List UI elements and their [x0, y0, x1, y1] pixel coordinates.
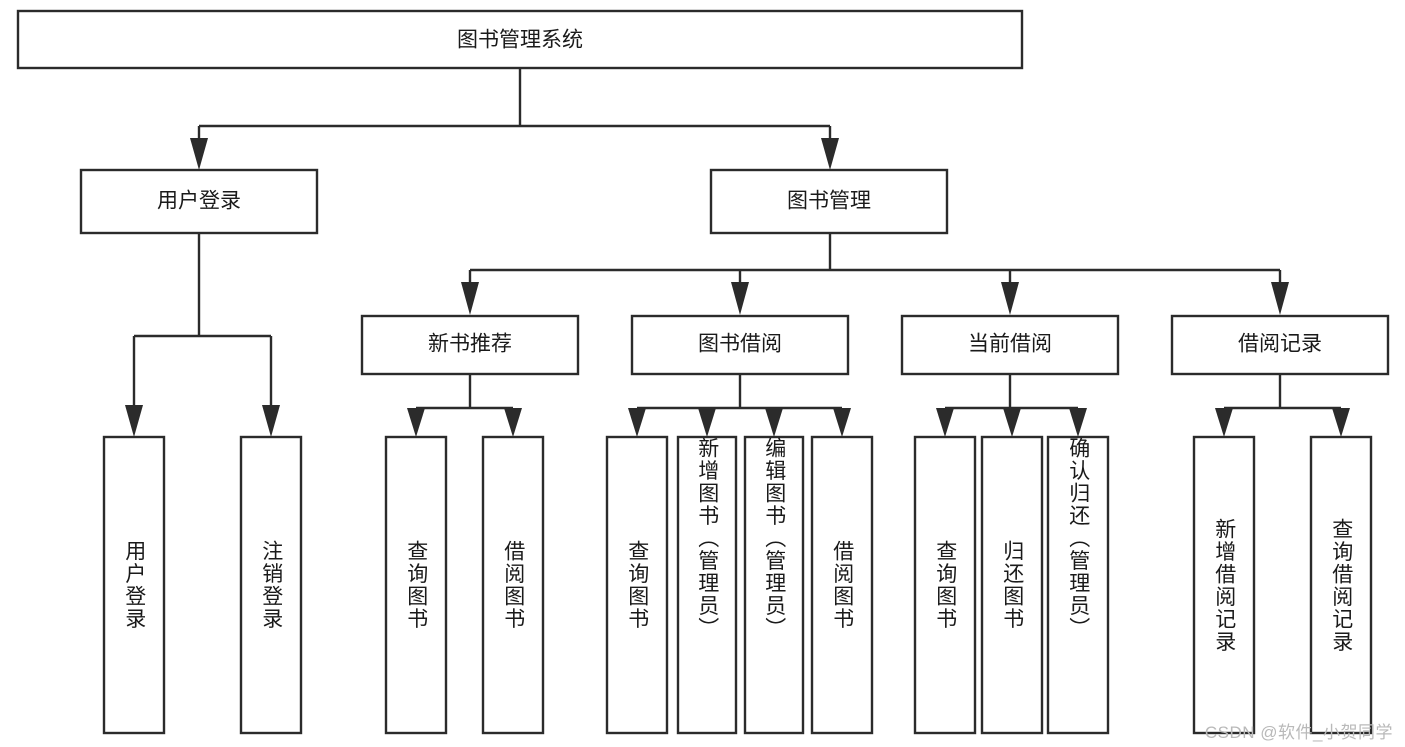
node-current-borrow-box[interactable]: [900, 314, 1120, 376]
node-book-borrow-label: 图书借阅: [698, 333, 782, 356]
node-leaf-query-book-1-box[interactable]: [384, 435, 448, 735]
node-book-manage-box[interactable]: [709, 168, 949, 235]
arrow-head-leaf-add-book: [698, 408, 716, 437]
node-leaf-query-book-3-box[interactable]: [913, 435, 977, 735]
arrow-head-new-book-recommend: [461, 282, 479, 315]
arrow-head-leaf-query-book-1: [407, 408, 425, 437]
node-root-box[interactable]: [16, 9, 1024, 70]
connector-layer: [125, 68, 1350, 437]
node-leaf-add-record-box[interactable]: [1192, 435, 1256, 735]
node-new-book-recommend-label: 新书推荐: [428, 333, 512, 356]
arrow-head-leaf-query-book-2: [628, 408, 646, 437]
arrow-head-current-borrow: [1001, 282, 1019, 315]
node-root-label: 图书管理系统: [457, 29, 583, 52]
node-current-borrow-label: 当前借阅: [968, 333, 1052, 356]
node-leaf-borrow-book-1-box[interactable]: [481, 435, 545, 735]
node-book-manage-label: 图书管理: [787, 190, 871, 213]
node-layer: 图书管理系统 用户登录 图书管理 新书推荐 图书借阅 当前借阅 借阅记录: [16, 9, 1390, 735]
node-leaf-return-book-box[interactable]: [980, 435, 1044, 735]
node-leaf-user-logout-box[interactable]: [239, 435, 303, 735]
node-user-login-box[interactable]: [79, 168, 319, 235]
arrow-head-leaf-borrow-book-2: [833, 408, 851, 437]
arrow-head-borrow-record: [1271, 282, 1289, 315]
node-borrow-record-label: 借阅记录: [1238, 333, 1322, 356]
arrow-head-user-login: [190, 138, 208, 170]
node-borrow-record-box[interactable]: [1170, 314, 1390, 376]
node-leaf-query-record-box[interactable]: [1309, 435, 1373, 735]
node-leaf-borrow-book-2-box[interactable]: [810, 435, 874, 735]
arrow-head-leaf-query-record: [1332, 408, 1350, 437]
arrow-head-leaf-borrow-book-1: [504, 408, 522, 437]
node-book-borrow-box[interactable]: [630, 314, 850, 376]
node-leaf-add-book-box[interactable]: [676, 435, 738, 735]
arrow-head-leaf-confirm-return: [1069, 408, 1087, 437]
arrow-head-leaf-query-book-3: [936, 408, 954, 437]
arrow-head-leaf-edit-book: [765, 408, 783, 437]
arrow-head-leaf-return-book: [1003, 408, 1021, 437]
node-user-login-label: 用户登录: [157, 190, 241, 213]
arrow-head-leaf-add-record: [1215, 408, 1233, 437]
node-leaf-edit-book-box[interactable]: [743, 435, 805, 735]
arrow-head-leaf-user-login: [125, 405, 143, 437]
node-leaf-user-login-box[interactable]: [102, 435, 166, 735]
csdn-watermark: CSDN @软件_小贺同学: [1204, 723, 1393, 742]
arrow-head-leaf-user-logout: [262, 405, 280, 437]
arrow-head-book-borrow: [731, 282, 749, 315]
node-leaf-query-book-2-box[interactable]: [605, 435, 669, 735]
node-leaf-confirm-return-box[interactable]: [1046, 435, 1110, 735]
arrow-head-book-manage: [821, 138, 839, 170]
node-new-book-recommend-box[interactable]: [360, 314, 580, 376]
